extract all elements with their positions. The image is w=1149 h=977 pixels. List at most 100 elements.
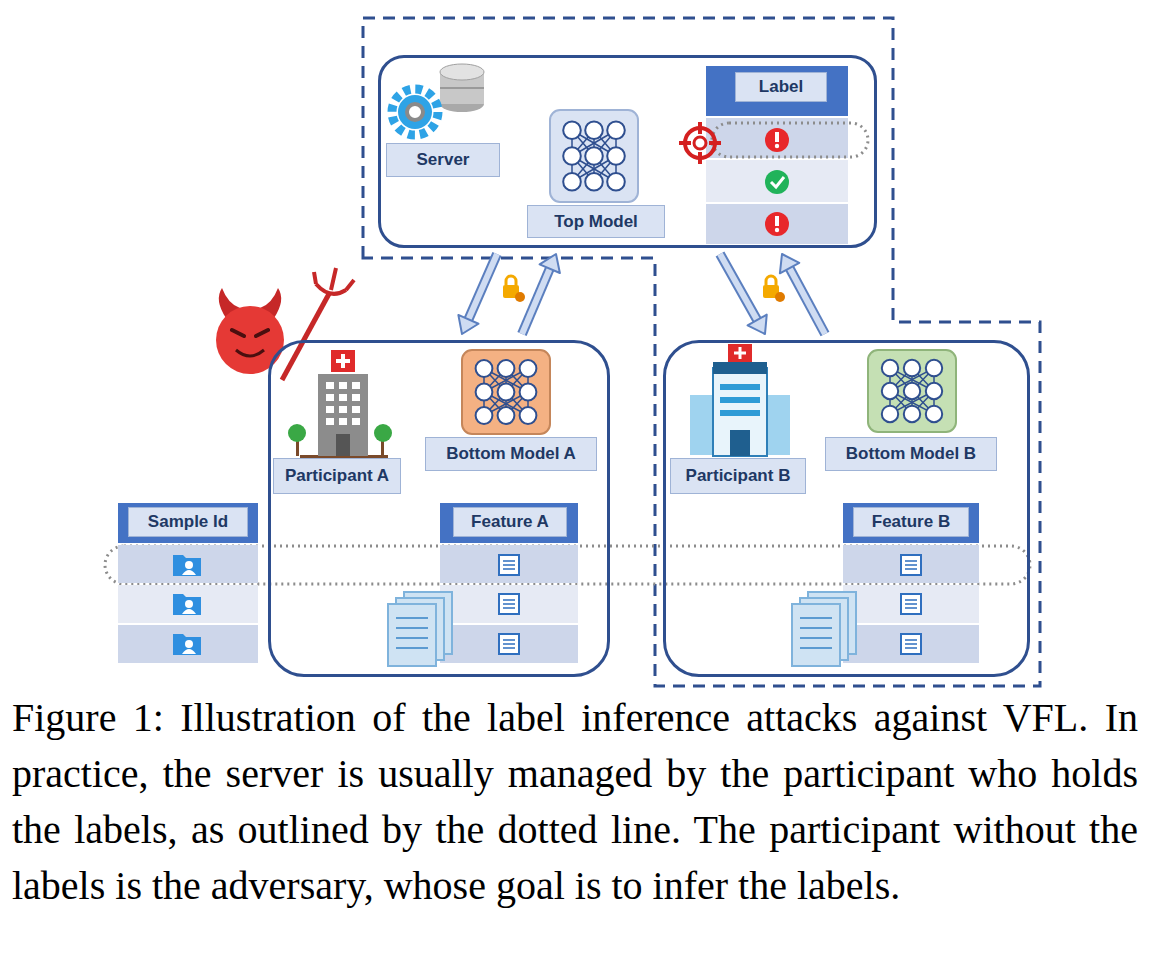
arrow-outline (468, 254, 497, 321)
window-strip (720, 410, 760, 416)
node-text: Participant B (686, 466, 791, 486)
table-row (440, 625, 578, 663)
person-head (185, 561, 193, 569)
window (326, 394, 334, 401)
gear-hub (407, 104, 423, 120)
table-row (843, 585, 979, 623)
table-header-band (440, 503, 578, 543)
window (352, 406, 360, 413)
component-label: Top Model (527, 205, 665, 238)
alert-dot (775, 228, 779, 232)
table-header: Label (735, 72, 827, 102)
data-flow-arrow (780, 254, 825, 334)
figure-caption: Figure 1: Illustration of the label infe… (12, 690, 1138, 914)
arrow-head (748, 315, 767, 334)
adversary-icon (216, 268, 354, 380)
server-region: ServerTop Model Label (378, 55, 877, 248)
person-head (185, 640, 193, 648)
hospital-sign (331, 350, 355, 372)
table-row (118, 545, 258, 583)
document-line (800, 627, 832, 629)
network-neuron (476, 360, 493, 377)
document-line (396, 637, 428, 639)
tree-crown (374, 424, 392, 442)
folder-shape (173, 594, 201, 615)
eyes (232, 330, 268, 336)
document-line (800, 617, 832, 619)
record-icon (901, 634, 921, 654)
feature-b-table (843, 503, 979, 663)
record-frame (901, 594, 921, 614)
tree-crown (288, 424, 306, 442)
database-top (440, 64, 484, 80)
network-neuron (520, 384, 537, 401)
window (326, 406, 334, 413)
record-frame (901, 555, 921, 575)
window-strip (720, 397, 760, 403)
component-label: Participant B (670, 458, 806, 494)
network-neuron (585, 147, 603, 165)
table-row (706, 160, 848, 202)
alert-bar (775, 132, 779, 142)
sign-cross (336, 354, 350, 368)
folder-shape (173, 634, 201, 655)
record-icon (901, 594, 921, 614)
alert-dot (775, 144, 779, 148)
window (326, 418, 334, 425)
data-flow-arrow (522, 254, 560, 334)
table-header-band (118, 503, 258, 543)
record-lines (905, 600, 917, 608)
window (352, 418, 360, 425)
arrow-body (522, 267, 551, 334)
node-text: Participant A (285, 466, 389, 486)
node-text: Bottom Model B (846, 444, 976, 464)
table-row (118, 585, 258, 623)
network-neuron (585, 121, 603, 139)
node-text: Server (417, 150, 470, 170)
network-frame (462, 350, 550, 434)
table-row (843, 545, 979, 583)
lock-icon (763, 276, 785, 302)
sample-id-table (118, 503, 258, 663)
arrow-body (789, 266, 825, 334)
table-row (440, 585, 578, 623)
trust-boundary (363, 18, 1040, 686)
arrow-fill (522, 267, 551, 334)
building (318, 374, 368, 456)
database-band (440, 87, 484, 89)
bottom-model-b-icon (868, 350, 956, 432)
record-lines (503, 640, 515, 648)
network-neuron (520, 360, 537, 377)
document-stack-icon (388, 592, 452, 666)
gear-body (398, 95, 432, 129)
window-strip (720, 384, 760, 390)
window (352, 382, 360, 389)
record-icon (499, 594, 519, 614)
arrow-fill (720, 254, 758, 322)
network-neuron (904, 406, 920, 422)
person-folder-icon (173, 634, 201, 655)
network-neuron (607, 173, 625, 191)
target-ring (694, 137, 706, 149)
door (730, 430, 750, 456)
table-header-band (843, 503, 979, 543)
network-neuron (904, 360, 920, 376)
network-neuron (926, 406, 942, 422)
network-neuron (498, 384, 515, 401)
table-row (843, 625, 979, 663)
table-row (118, 625, 258, 663)
record-frame (499, 594, 519, 614)
network-neuron (498, 407, 515, 424)
person-body (182, 570, 196, 575)
data-flow-arrow (458, 254, 497, 334)
arrow-outline (720, 254, 758, 322)
folder-shape (173, 555, 201, 576)
person-body (182, 649, 196, 654)
data-flow-arrow (720, 254, 767, 334)
network-neuron (882, 406, 898, 422)
window (339, 418, 347, 425)
window (339, 382, 347, 389)
network-neuron (520, 407, 537, 424)
node-text: Top Model (554, 212, 638, 232)
top-model-icon (550, 110, 638, 202)
